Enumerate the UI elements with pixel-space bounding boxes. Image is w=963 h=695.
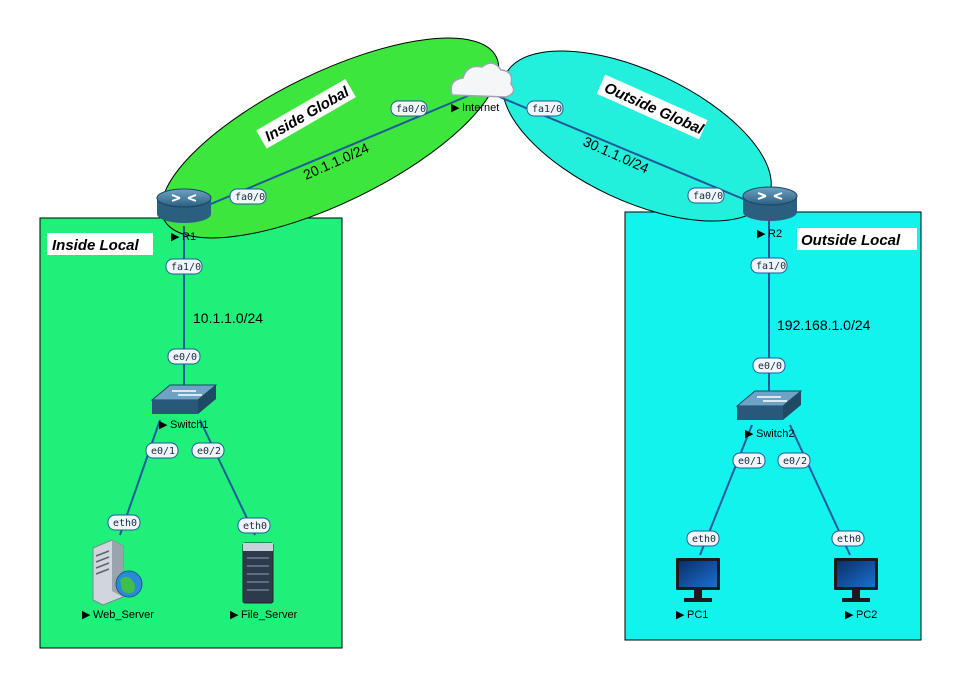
pc1-node[interactable]: ▶ PC1: [676, 558, 720, 621]
iface-sw2-e00: e0/0: [752, 357, 786, 374]
svg-text:▶: ▶: [171, 231, 180, 243]
web-server-icon: [92, 539, 143, 606]
r1-label: R1: [182, 231, 196, 243]
web-server-node[interactable]: ▶ Web_Server: [82, 539, 154, 621]
svg-text:▶: ▶: [82, 609, 91, 621]
switch-icon: [150, 384, 218, 414]
iface-sw2-e01: e0/1: [732, 452, 766, 469]
inside-local-label: Inside Local: [47, 233, 153, 255]
iface-sw1-e01: e0/1: [145, 442, 179, 459]
svg-text:e0/2: e0/2: [783, 456, 807, 467]
iface-r2-fa10: fa1/0: [750, 257, 788, 274]
svg-text:e0/2: e0/2: [197, 446, 221, 457]
desktop-monitor-icon: [834, 558, 878, 602]
iface-r1-fa10: fa1/0: [165, 258, 203, 275]
svg-text:▶: ▶: [757, 228, 766, 240]
link-switch1-file: [199, 419, 256, 536]
r2-label: R2: [768, 228, 782, 240]
iface-r1-fa00: fa0/0: [229, 188, 267, 205]
svg-text:eth0: eth0: [837, 534, 861, 545]
iface-web-eth0: eth0: [107, 514, 141, 531]
iface-pc1-eth0: eth0: [686, 530, 720, 547]
svg-text:▶: ▶: [745, 428, 754, 440]
r1-node[interactable]: ▶ R1: [156, 188, 212, 243]
iface-r2-fa00: fa0/0: [687, 187, 725, 204]
switch2-label: Switch2: [756, 428, 795, 440]
switch-icon: [735, 390, 803, 420]
outside-local-text: Outside Local: [801, 232, 901, 249]
iface-internet-fa10: fa1/0: [526, 100, 564, 117]
subnet-outside-local: 192.168.1.0/24: [777, 317, 871, 333]
cloud-icon: [450, 62, 515, 98]
svg-text:▶: ▶: [845, 609, 854, 621]
pc1-label: PC1: [687, 609, 708, 621]
inside-local-text: Inside Local: [52, 237, 140, 254]
pc2-label: PC2: [856, 609, 877, 621]
svg-text:e0/0: e0/0: [173, 352, 197, 363]
inside-local-zone: [39, 217, 343, 649]
file-server-node[interactable]: ▶ File_Server: [230, 542, 298, 621]
router-icon: [156, 188, 212, 223]
svg-text:e0/0: e0/0: [758, 361, 782, 372]
iface-labels: fa0/0 fa0/0 fa1/0 fa0/0 fa1/0 fa1/0 e0/0…: [107, 100, 865, 547]
iface-file-eth0: eth0: [237, 517, 271, 534]
pc2-node[interactable]: ▶ PC2: [834, 558, 878, 621]
svg-text:fa1/0: fa1/0: [756, 261, 786, 272]
r2-node[interactable]: ▶ R2: [742, 186, 798, 240]
file-server-icon: [242, 542, 274, 604]
svg-text:▶: ▶: [451, 102, 460, 114]
switch1-node[interactable]: ▶ Switch1: [150, 384, 218, 431]
svg-text:eth0: eth0: [243, 521, 267, 532]
svg-text:fa0/0: fa0/0: [396, 104, 426, 115]
svg-text:▶: ▶: [676, 609, 685, 621]
svg-text:fa1/0: fa1/0: [532, 104, 562, 115]
internet-node[interactable]: ▶ Internet: [450, 62, 515, 114]
svg-text:e0/1: e0/1: [151, 446, 175, 457]
desktop-monitor-icon: [676, 558, 720, 602]
outside-local-label: Outside Local: [797, 228, 917, 250]
switch2-node[interactable]: ▶ Switch2: [735, 390, 803, 440]
subnet-inside-local: 10.1.1.0/24: [193, 310, 263, 326]
svg-text:eth0: eth0: [113, 518, 137, 529]
iface-sw2-e02: e0/2: [777, 452, 811, 469]
iface-sw1-e00: e0/0: [167, 348, 201, 365]
svg-text:▶: ▶: [230, 609, 239, 621]
svg-text:fa0/0: fa0/0: [693, 191, 723, 202]
file-server-label: File_Server: [241, 609, 298, 621]
iface-pc2-eth0: eth0: [831, 530, 865, 547]
switch1-label: Switch1: [170, 419, 209, 431]
svg-text:fa0/0: fa0/0: [235, 192, 265, 203]
svg-text:▶: ▶: [159, 419, 168, 431]
iface-sw1-e02: e0/2: [191, 442, 225, 459]
router-icon: [742, 186, 798, 221]
iface-internet-fa00: fa0/0: [390, 100, 428, 117]
svg-text:eth0: eth0: [692, 534, 716, 545]
web-server-label: Web_Server: [93, 609, 154, 621]
internet-label: Internet: [462, 102, 499, 114]
svg-text:e0/1: e0/1: [738, 456, 762, 467]
svg-text:fa1/0: fa1/0: [171, 262, 201, 273]
